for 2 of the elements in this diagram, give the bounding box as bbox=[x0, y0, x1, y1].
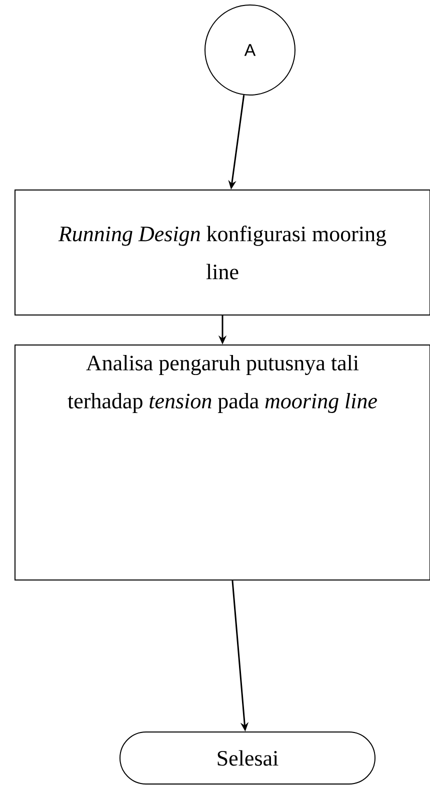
process-box: Analisa pengaruh putusnya tali terhadap tension pada mooring line bbox=[14, 344, 430, 580]
process-box: Running Design konfigurasi mooring line bbox=[14, 190, 430, 316]
